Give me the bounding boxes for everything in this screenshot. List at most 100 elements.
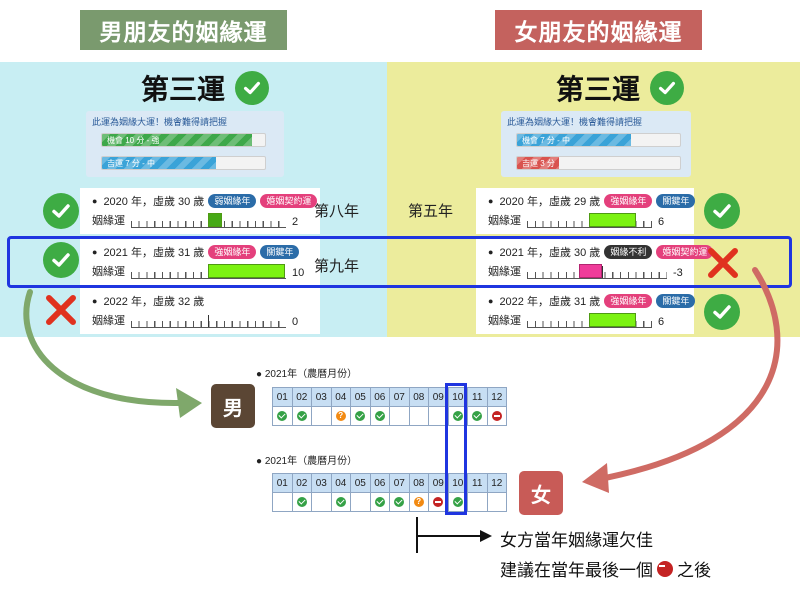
ruler-label: 姻緣運 <box>92 266 125 278</box>
no-entry-icon <box>433 496 444 507</box>
month-cell: 06 <box>369 387 390 407</box>
year-text: 2022 年，虛歲 31 歲 <box>499 296 601 308</box>
no-entry-icon <box>657 560 673 577</box>
month-status-cell <box>486 406 507 426</box>
pill-marriage-contract: 婚姻契約運 <box>656 245 714 259</box>
month-cell: 12 <box>486 473 507 493</box>
male-year-count-2021: 第九年 <box>314 258 360 275</box>
month-status-cell <box>369 492 390 512</box>
pill-key-year: 關鍵年 <box>656 194 696 208</box>
month-status-cell <box>467 406 488 426</box>
luck-ruler <box>131 312 286 328</box>
month-status-cell <box>447 492 468 512</box>
month-status-cell <box>486 492 507 512</box>
luck-bar <box>589 313 636 327</box>
score-value: -3 <box>673 267 683 279</box>
female-summary-note: 此運為姻緣大運！機會難得請把握 <box>507 117 643 127</box>
female-year-count-2020: 第五年 <box>408 203 454 220</box>
check-icon <box>374 410 385 421</box>
month-status-cell <box>311 406 332 426</box>
month-cell: 05 <box>350 387 371 407</box>
female-header: 女朋友的姻緣運 <box>495 10 702 50</box>
check-icon <box>296 496 307 507</box>
calendar-title-text: 2021年（農曆月份） <box>264 456 358 467</box>
male-year-card-2020: ● 2020 年，虛歲 30 歲 弱姻緣年 婚姻契約運 姻緣運 2 <box>80 188 320 234</box>
score-value: 10 <box>292 267 305 279</box>
question-icon: ? <box>335 410 346 421</box>
month-cell: 07 <box>389 387 410 407</box>
advice-pointer-head <box>480 530 492 542</box>
score-value: 2 <box>292 216 299 228</box>
male-chance-bar-fill: 機會 10 分 - 強 <box>102 134 252 146</box>
month-cell: 06 <box>369 473 390 493</box>
pill-key-year: 關鍵年 <box>260 245 300 259</box>
month-cell: 04 <box>330 473 351 493</box>
female-year-card-2021: ● 2021 年，虛歲 30 歲 姻緣不利 婚姻契約運 姻緣運 -3 <box>476 239 714 285</box>
month-cell: 11 <box>467 473 488 493</box>
male-label: 男 <box>211 384 255 428</box>
month-status-cell <box>272 406 293 426</box>
luck-bar <box>579 264 602 278</box>
month-status-cell <box>272 492 293 512</box>
male-arrow-head <box>176 388 202 418</box>
bullet: ● <box>488 247 494 257</box>
female-chance-bar-fill: 機會 7 分 - 中 <box>517 134 632 146</box>
pill-marriage-contract: 婚姻契約運 <box>260 194 318 208</box>
male-fortune-bar: 吉運 7 分 - 中 <box>101 156 266 170</box>
male-year-card-2021: ● 2021 年，虛歲 31 歲 強姻緣年 關鍵年 姻緣運 10 <box>80 239 320 285</box>
female-year-card-2022: ● 2022 年，虛歲 31 歲 強姻緣年 關鍵年 姻緣運 6 <box>476 288 696 334</box>
ruler-label: 姻緣運 <box>488 266 521 278</box>
check-icon <box>452 410 463 421</box>
year-text: 2020 年，虛歲 30 歲 <box>103 196 205 208</box>
pill-strong-year: 強姻緣年 <box>208 245 257 259</box>
cross-icon <box>43 292 79 328</box>
month-status-cell <box>447 406 468 426</box>
check-icon <box>335 496 346 507</box>
pill-unfavorable: 姻緣不利 <box>604 245 653 259</box>
female-arrow-head <box>582 463 609 493</box>
advice-line-2-end: 之後 <box>677 561 711 581</box>
month-status-cell <box>291 406 312 426</box>
year-2021-highlight <box>7 236 792 288</box>
score-value: 6 <box>658 216 665 228</box>
male-chance-bar: 機會 10 分 - 強 <box>101 133 266 147</box>
check-icon <box>43 242 79 278</box>
female-summary: 此運為姻緣大運！機會難得請把握 機會 7 分 - 中 吉運 3 分 - 凶 <box>501 111 691 177</box>
male-arrow <box>23 289 183 407</box>
bullet: ● <box>92 296 98 306</box>
check-icon <box>355 410 366 421</box>
month-10-highlight <box>445 383 467 515</box>
female-label: 女 <box>519 471 563 515</box>
ruler-label: 姻緣運 <box>488 215 521 227</box>
month-status-cell <box>330 492 351 512</box>
month-cell: 05 <box>350 473 371 493</box>
year-text: 2020 年，虛歲 29 歲 <box>499 196 601 208</box>
month-cell: 03 <box>311 387 332 407</box>
luck-bar <box>208 213 222 227</box>
cross-icon <box>705 245 741 281</box>
female-chance-bar: 機會 7 分 - 中 <box>516 133 681 147</box>
month-status-cell: ? <box>330 406 351 426</box>
check-icon <box>452 496 463 507</box>
bullet: ● <box>92 196 98 206</box>
check-icon <box>235 71 270 105</box>
month-cell: 02 <box>291 473 312 493</box>
year-text: 2022 年，虛歲 32 歲 <box>103 296 205 308</box>
male-summary-note: 此運為姻緣大運！機會難得請把握 <box>92 117 228 127</box>
month-cell: 03 <box>311 473 332 493</box>
ruler-label: 姻緣運 <box>92 315 125 327</box>
check-icon <box>704 294 740 330</box>
female-luck-title: 第三運 <box>556 66 685 110</box>
month-status-cell <box>350 406 371 426</box>
luck-ruler <box>527 312 652 328</box>
check-icon <box>472 410 483 421</box>
month-cell: 12 <box>486 387 507 407</box>
pill-weak-year: 弱姻緣年 <box>208 194 257 208</box>
score-value: 6 <box>658 316 665 328</box>
luck-ruler <box>527 212 652 228</box>
month-cell: 08 <box>408 387 429 407</box>
female-year-card-2020: ● 2020 年，虛歲 29 歲 強姻緣年 關鍵年 姻緣運 6 <box>476 188 696 234</box>
male-luck-title-text: 第三運 <box>141 73 226 106</box>
